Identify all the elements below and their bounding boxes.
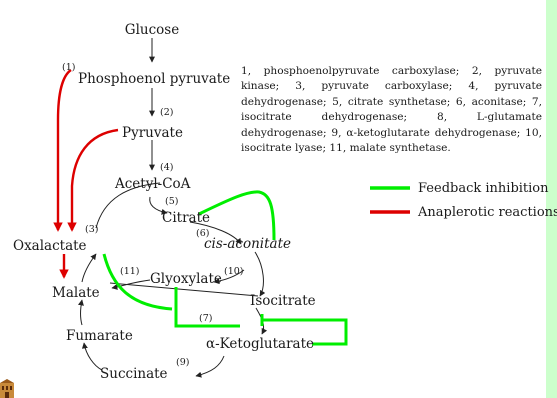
arrow-succinate-fumarate [81, 342, 103, 371]
arc-oxalactate-citrate [95, 182, 161, 229]
step-label-5: (5) [165, 196, 178, 207]
step-label-9: (9) [176, 357, 189, 368]
node-glucose: Glucose [125, 22, 179, 38]
building-logo-icon [0, 379, 14, 398]
node-alpha-ketoglutarate: α-Ketoglutarate [206, 336, 314, 352]
feedback-akg-loop [262, 318, 348, 346]
step-label-7: (7) [199, 313, 212, 324]
node-fumarate: Fumarate [66, 328, 133, 344]
feedback-oxalactate [102, 253, 173, 311]
step-label-11: (11) [120, 266, 140, 277]
step-label-3: (3) [85, 224, 98, 235]
node-citrate: Citrate [162, 210, 210, 226]
arrow-glyoxylate-malate [111, 279, 151, 290]
node-cis-aconitate: cis-aconitate [204, 236, 291, 252]
feedback-glyoxylate-akg [174, 287, 240, 328]
line-isocitrate-malate [109, 282, 259, 297]
arrow-acetylcoa-citrate [149, 196, 168, 215]
feedback-cisaconitate-citrate [198, 190, 276, 241]
arrow-malate-oxalactate [81, 253, 97, 283]
node-succinate: Succinate [100, 366, 168, 382]
step-label-6: (6) [196, 228, 209, 239]
node-pyruvate: Pyruvate [122, 125, 183, 141]
node-isocitrate: Isocitrate [250, 293, 316, 309]
node-malate: Malate [52, 285, 100, 301]
enzyme-caption: 1, phosphoenolpyruvate carboxylase; 2, p… [241, 65, 542, 155]
arrow-citrate-cisaconitate [189, 221, 242, 245]
node-phosphoenol-pyruvate: Phosphoenol pyruvate [78, 71, 230, 87]
legend-anaplerotic-label: Anaplerotic reactions [417, 205, 557, 220]
node-acetyl-coa: Acetyl-CoA [114, 176, 191, 192]
arrow-isocitrate-glyoxylate [213, 269, 245, 285]
arrow-fumarate-malate [77, 299, 84, 326]
step-label-4: (4) [160, 162, 173, 173]
anaplerotic-pep-oxalactate [53, 69, 72, 232]
node-oxalactate: Oxalactate [13, 238, 87, 254]
step-label-10: (10) [224, 266, 244, 277]
arrow-cisaconitate-isocitrate [254, 251, 266, 297]
step-label-1: (1) [62, 62, 75, 73]
step-label-2: (2) [160, 107, 173, 118]
node-glyoxylate: Glyoxylate [150, 271, 222, 287]
legend-feedback-label: Feedback inhibition [418, 181, 549, 196]
arrow-akg-succinate [195, 355, 225, 378]
anaplerotic-pyruvate-oxalactate [67, 128, 119, 232]
